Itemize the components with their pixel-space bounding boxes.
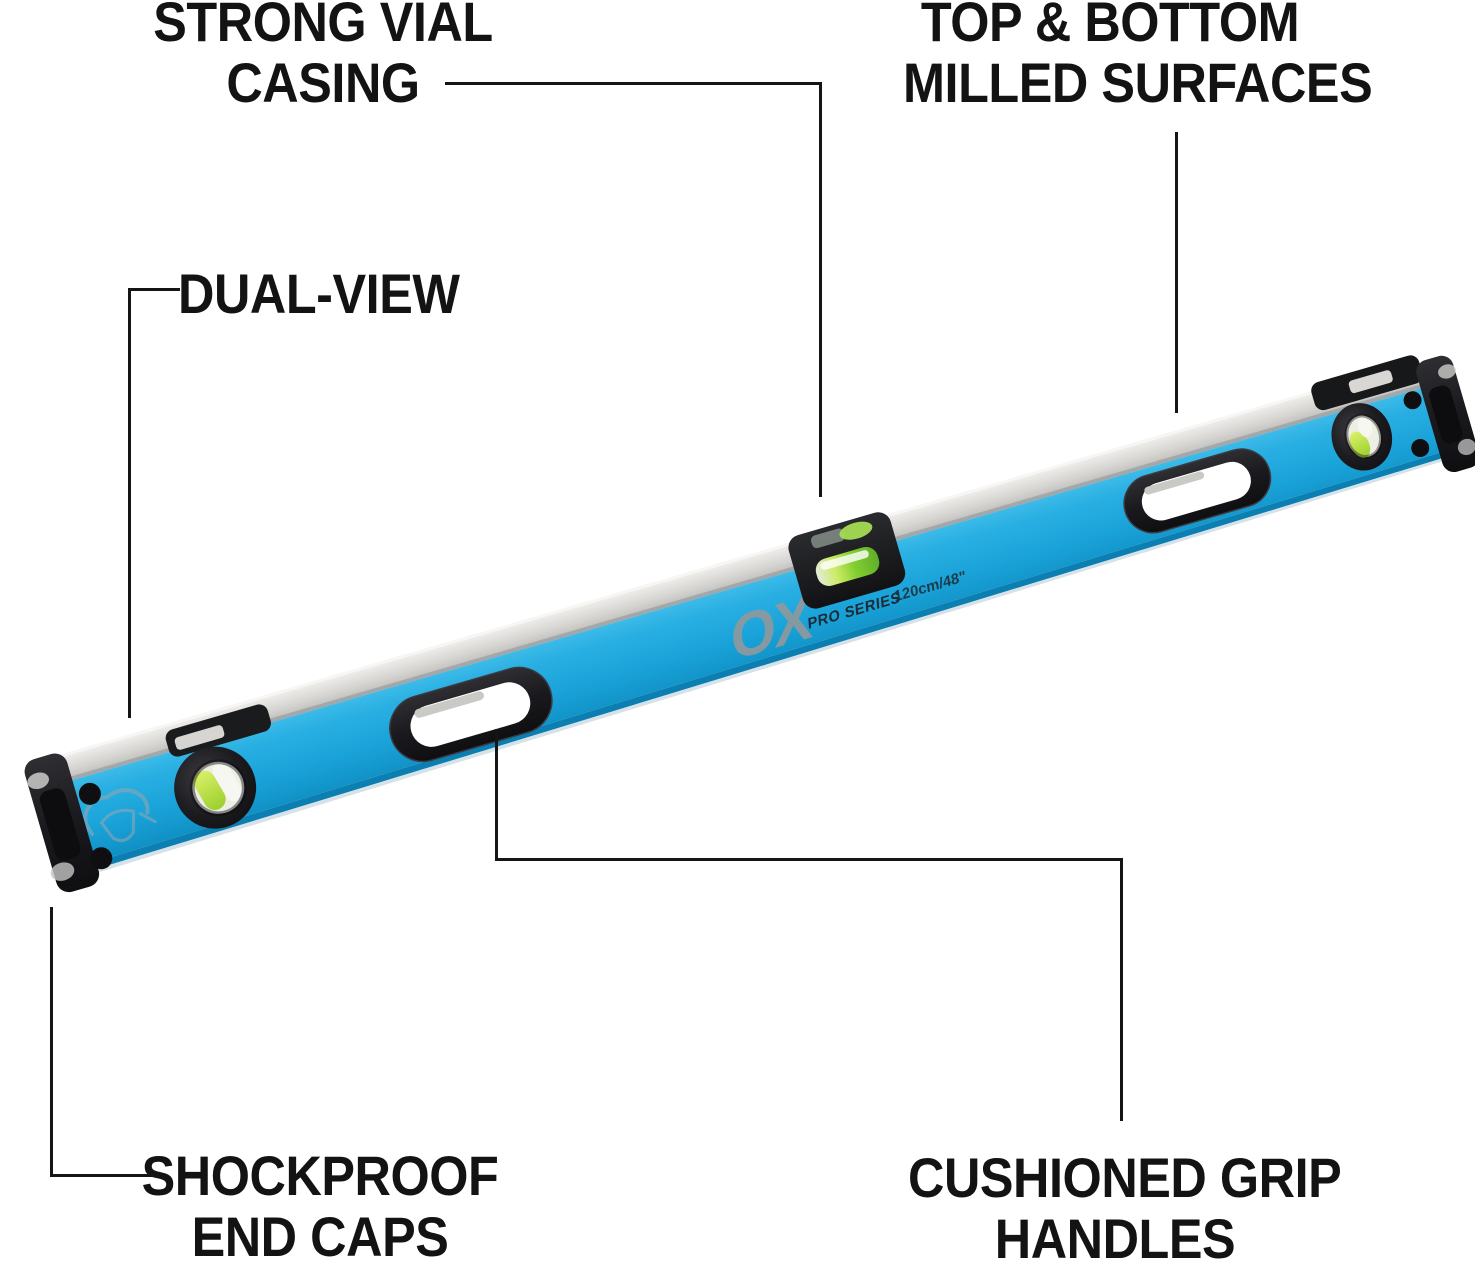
milled-top-surface [51,359,1427,785]
dual-view-slot-right [1311,355,1423,411]
right-circular-vial [1331,403,1393,471]
dual-view-slot-left [165,704,271,757]
callout-line-strong-vial-casing-horizontal [445,82,822,85]
callout-label-shockproof-end-caps: SHOCKPROOF END CAPS [131,1145,509,1267]
level-body: OX PRO SERIES 120cm/48" [24,355,1475,893]
label-line: MILLED SURFACES [903,51,1373,114]
rivet [1411,438,1430,457]
callout-label-cushioned-grip-handles: CUSHIONED GRIP HANDLES [908,1146,1342,1270]
callout-label-dual-view: DUAL-VIEW [178,263,460,324]
size-label-text: 120cm/48" [893,568,967,606]
level-front-face [58,386,1446,866]
label-line: TOP & BOTTOM [920,0,1300,53]
label-line: SHOCKPROOF [141,1144,499,1207]
label-line: CUSHIONED GRIP [908,1146,1342,1209]
callout-line-strong-vial-casing-vertical [819,82,822,497]
rivet [78,782,101,805]
label-line: END CAPS [191,1205,449,1268]
callout-line-grip-handles-horizontal [495,858,1123,861]
end-cap-right [1416,355,1475,473]
brand-logo-text: OX [730,581,814,674]
ox-head-logo [83,788,157,842]
callout-label-strong-vial-casing: STRONG VIAL CASING [134,0,512,113]
label-line: CASING [226,51,420,114]
rivet [90,847,113,870]
milled-bottom-surface [82,451,1447,873]
callout-label-top-bottom-milled-surfaces: TOP & BOTTOM MILLED SURFACES [903,0,1373,114]
callout-line-end-caps-horizontal [50,1174,153,1177]
callout-line-milled-surfaces-vertical [1175,132,1178,413]
callout-line-end-caps-vertical [50,907,53,1177]
callout-line-dual-view-vertical [128,288,131,718]
center-vial-tube [815,546,880,586]
left-circular-vial [174,746,257,829]
center-vial-casing [788,512,906,609]
label-line: HANDLES [994,1207,1236,1270]
callout-line-grip-handles-vertical-1 [495,729,498,861]
label-line: DUAL-VIEW [178,262,460,325]
rivet [1403,391,1422,410]
series-label-text: PRO SERIES [807,589,901,633]
end-cap-left [24,753,100,893]
callout-line-grip-handles-vertical-2 [1120,858,1123,1121]
grip-handle-left [389,666,553,763]
grip-handle-right [1123,448,1272,534]
label-line: STRONG VIAL [153,0,493,53]
callout-line-dual-view-horizontal [128,288,180,291]
